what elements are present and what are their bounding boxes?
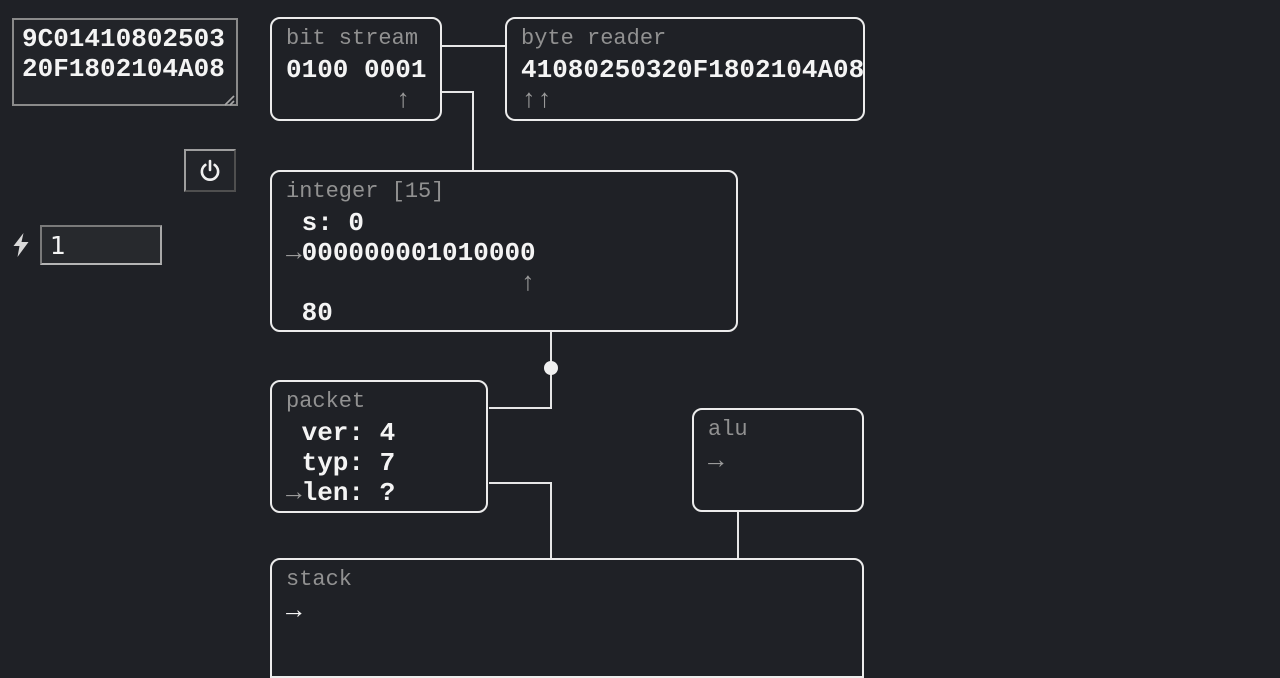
node-title: alu xyxy=(708,417,748,442)
box-row: 41080250320F1802104A08 xyxy=(521,55,865,85)
node-content: ver: 4 typ: 7→len: ? xyxy=(286,418,472,508)
lightning-icon xyxy=(13,233,29,257)
node-title: packet xyxy=(286,389,366,414)
box-row: 0100 0001 xyxy=(286,55,427,85)
box-row: →000000001010000 xyxy=(286,238,536,268)
node-title: bit stream xyxy=(286,26,419,51)
box-row: 80 xyxy=(286,298,333,328)
node-integer: integer [15] s: 0→000000001010000 ↑ 80 xyxy=(270,170,738,332)
box-row: ↑ xyxy=(286,85,411,115)
node-content: s: 0→000000001010000 ↑ 80 xyxy=(286,208,722,328)
node-content: 0100 0001 ↑ xyxy=(286,55,426,115)
node-content: → xyxy=(286,596,848,626)
node-stack: stack → xyxy=(270,558,864,678)
node-title: stack xyxy=(286,567,353,592)
box-row: →len: ? xyxy=(286,478,396,508)
power-icon xyxy=(200,159,220,181)
box-row: s: 0 xyxy=(286,208,365,238)
hex-input-wrapper: 9C0141080250320F1802104A08 xyxy=(12,18,238,111)
node-alu: alu → xyxy=(692,408,864,512)
box-row: → xyxy=(286,596,302,626)
node-byte-reader: byte reader 41080250320F1802104A08↑↑ xyxy=(505,17,865,121)
node-content: → xyxy=(708,446,848,476)
box-row: ↑↑ xyxy=(521,85,553,115)
node-bit-stream: bit stream 0100 0001 ↑ xyxy=(270,17,442,121)
power-button[interactable] xyxy=(184,149,236,192)
step-input[interactable] xyxy=(40,225,162,265)
box-row: typ: 7 xyxy=(286,448,396,478)
box-row: ver: 4 xyxy=(286,418,396,448)
resize-grip-icon[interactable] xyxy=(221,92,235,106)
junction-dot xyxy=(544,361,558,375)
box-row: → xyxy=(708,446,724,476)
hex-input[interactable]: 9C0141080250320F1802104A08 xyxy=(12,18,238,106)
node-title: byte reader xyxy=(521,26,667,51)
node-content: 41080250320F1802104A08↑↑ xyxy=(521,55,865,115)
box-row: ↑ xyxy=(286,268,536,298)
node-packet: packet ver: 4 typ: 7→len: ? xyxy=(270,380,488,513)
node-title: integer [15] xyxy=(286,179,445,204)
